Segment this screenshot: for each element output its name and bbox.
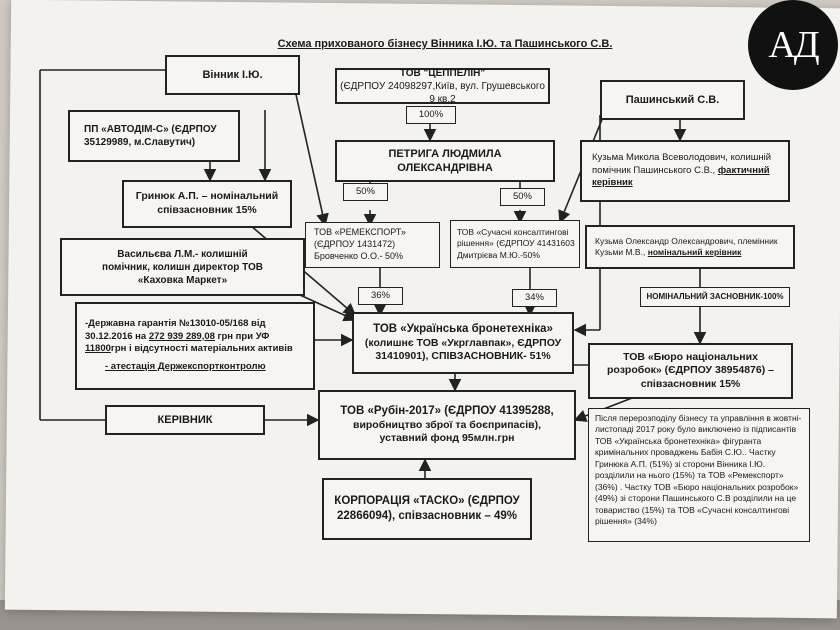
line-vasylieva-ubt bbox=[299, 294, 357, 322]
kuzma-mv-line1: Кузьма Микола Всеволодович, колишній bbox=[592, 152, 772, 164]
bureau-line3: співзасновник 15% bbox=[640, 377, 741, 390]
guarantee-line3a: 11800 bbox=[85, 343, 111, 354]
node-vasylieva: Васильєва Л.М.- колишній помічник, колиш… bbox=[60, 238, 305, 296]
node-pct-36: 36% bbox=[358, 287, 403, 305]
note-text: Після перерозподілу бізнесу та управлінн… bbox=[595, 413, 802, 527]
skr-line2: рішення» (ЄДРПОУ 41431603 bbox=[457, 238, 575, 249]
pct-34-label: 34% bbox=[524, 291, 544, 303]
guarantee-line1: -Державна гарантія №13010-05/168 від bbox=[85, 318, 266, 330]
node-tseppelin: ТОВ "ЦЕППЕЛІН" (ЄДРПОУ 24098297,Київ, ву… bbox=[335, 67, 550, 105]
node-ubt: ТОВ «Українська бронетехніка» (колишнє Т… bbox=[352, 312, 574, 374]
diagram-title: Схема прихованого бізнесу Вінника І.Ю. т… bbox=[277, 38, 613, 50]
tseppelin-name: ТОВ "ЦЕППЕЛІН" bbox=[399, 67, 486, 79]
guarantee-line2a: 30.12.2016 на bbox=[85, 330, 147, 342]
rubin-line1: ТОВ «Рубін-2017» (ЄДРПОУ 41395288, bbox=[340, 404, 554, 417]
node-remeksport: ТОВ «РЕМЕКСПОРТ» (ЄДРПОУ 1431472) Бровче… bbox=[305, 222, 440, 268]
hryniuk-line1: Гринюк А.П. – номінальний bbox=[135, 190, 279, 203]
node-note: Після перерозподілу бізнесу та управлінн… bbox=[588, 408, 810, 542]
node-kuzma-mv: Кузьма Микола Всеволодович, колишній пом… bbox=[580, 140, 790, 202]
petryha-line2: ОЛЕКСАНДРІВНА bbox=[397, 162, 493, 174]
node-vinnyk: Вінник І.Ю. bbox=[165, 55, 300, 95]
kuzma-oo-line2-text: Кузьми М.В., bbox=[595, 247, 646, 257]
remeksport-line1: ТОВ «РЕМЕКСПОРТ» bbox=[314, 227, 406, 238]
avtodim-line1: ПП «АВТОДІМ-С» (ЄДРПОУ bbox=[84, 124, 217, 135]
tasko-line1: КОРПОРАЦІЯ «ТАСКО» (ЄДРПОУ bbox=[334, 495, 520, 508]
guarantee-line2: 30.12.2016 на 272 939 289,08 грн при УФ bbox=[85, 331, 313, 343]
tasko-line2: 22866094), співзасновник – 49% bbox=[337, 510, 517, 522]
kuzma-mv-line2-text: помічник Пашинського С.В., bbox=[592, 164, 716, 176]
guarantee-line3b: грн і відсутності матеріальних активів bbox=[110, 343, 293, 354]
remeksport-line2: (ЄДРПОУ 1431472) bbox=[314, 239, 396, 250]
kuzma-oo-role: номінальний керівник bbox=[647, 247, 742, 257]
bureau-line1: ТОВ «Бюро національних bbox=[623, 350, 758, 363]
node-hryniuk: Гринюк А.П. – номінальний співзасновник … bbox=[122, 180, 292, 228]
guarantee-amount: 272 939 289,08 bbox=[148, 330, 215, 342]
node-bureau: ТОВ «Бюро національних розробок» (ЄДРПОУ… bbox=[588, 343, 793, 399]
node-kuzma-oo: Кузьма Олександр Олександрович, племінни… bbox=[585, 225, 795, 269]
ad-logo: АД bbox=[748, 0, 838, 90]
kuzma-mv-role: фактичний керівник bbox=[592, 164, 770, 189]
pct-50-right-label: 50% bbox=[512, 190, 532, 202]
skr-line1: ТОВ «Сучасні консалтингові bbox=[457, 227, 569, 238]
rubin-line2: виробництво зброї та боєприпасів), bbox=[352, 418, 542, 431]
node-skr: ТОВ «Сучасні консалтингові рішення» (ЄДР… bbox=[450, 220, 580, 268]
ubt-line1: ТОВ «Українська бронетехніка» bbox=[373, 322, 553, 335]
node-avtodim: ПП «АВТОДІМ-С» (ЄДРПОУ 35129989, м.Славу… bbox=[68, 110, 240, 162]
petryha-line1: ПЕТРИГА ЛЮДМИЛА bbox=[388, 147, 502, 160]
node-tasko: КОРПОРАЦІЯ «ТАСКО» (ЄДРПОУ 22866094), сп… bbox=[322, 478, 532, 540]
kuzma-oo-line1: Кузьма Олександр Олександрович, племінни… bbox=[595, 235, 778, 246]
pct-100-label: 100% bbox=[418, 108, 444, 120]
node-pashynskyi: Пашинський С.В. bbox=[600, 80, 745, 120]
hryniuk-line2: співзасновник 15% bbox=[157, 204, 257, 216]
node-guarantee: -Державна гарантія №13010-05/168 від 30.… bbox=[75, 302, 315, 390]
pashynskyi-label: Пашинський С.В. bbox=[625, 93, 720, 106]
ubt-line2: (колишнє ТОВ «Укрглавпак», ЄДРПОУ bbox=[364, 336, 562, 349]
line-vinnyk-remeksport bbox=[294, 89, 329, 227]
node-rubin: ТОВ «Рубін-2017» (ЄДРПОУ 41395288, вироб… bbox=[318, 390, 576, 460]
rubin-line3: уставний фонд 95млн.грн bbox=[379, 432, 515, 445]
guarantee-line4: - атестація Держекспортконтролю bbox=[105, 361, 266, 373]
remeksport-line3: Бровченко О.О.- 50% bbox=[314, 250, 404, 261]
pct-50-left-label: 50% bbox=[355, 185, 375, 197]
node-nominal-founder: НОМІНАЛЬНИЙ ЗАСНОВНИК-100% bbox=[640, 287, 790, 307]
kerivnyk-label: КЕРІВНИК bbox=[157, 413, 213, 426]
node-kerivnyk: КЕРІВНИК bbox=[105, 405, 265, 435]
node-pct-100: 100% bbox=[406, 106, 456, 124]
node-pct-50-left: 50% bbox=[343, 183, 388, 201]
kuzma-oo-line2: Кузьми М.В., номінальний керівник bbox=[595, 247, 793, 258]
bureau-line2: розробок» (ЄДРПОУ 38954876) – bbox=[607, 364, 774, 377]
skr-line3: Дмитрієва М.Ю.-50% bbox=[457, 249, 540, 260]
node-petryha: ПЕТРИГА ЛЮДМИЛА ОЛЕКСАНДРІВНА bbox=[335, 140, 555, 182]
nominal-founder-label: НОМІНАЛЬНИЙ ЗАСНОВНИК-100% bbox=[646, 291, 784, 301]
guarantee-line2b: грн при УФ bbox=[217, 330, 270, 342]
vasylieva-line1: Васильєва Л.М.- колишній bbox=[117, 248, 248, 260]
vasylieva-line3: «Каховка Маркет» bbox=[137, 274, 228, 286]
ubt-line3: 31410901), СПІВЗАСНОВНИК- 51% bbox=[375, 350, 551, 363]
vasylieva-line2: помічник, колишн директор ТОВ bbox=[102, 261, 263, 273]
avtodim-line2: 35129989, м.Славутич) bbox=[84, 137, 196, 148]
vinnyk-label: Вінник І.Ю. bbox=[202, 68, 263, 81]
node-pct-34: 34% bbox=[512, 289, 557, 307]
pct-36-label: 36% bbox=[370, 289, 390, 301]
node-pct-50-right: 50% bbox=[500, 188, 545, 206]
guarantee-line3: 11800грн і відсутності матеріальних акти… bbox=[85, 343, 313, 355]
kuzma-mv-line2: помічник Пашинського С.В., фактичний кер… bbox=[592, 165, 788, 190]
line-bureau-rubin bbox=[573, 394, 641, 422]
tseppelin-details: (ЄДРПОУ 24098297,Київ, вул. Грушевського… bbox=[340, 80, 545, 105]
